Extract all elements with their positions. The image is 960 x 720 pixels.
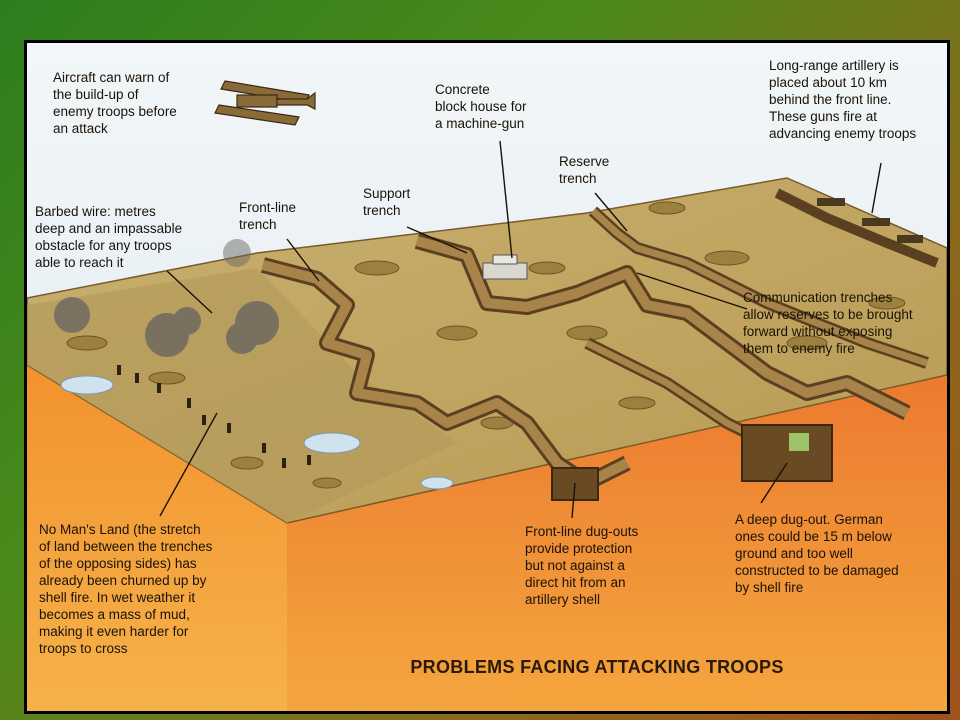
- earth-left-face: [27, 365, 287, 711]
- illustration-frame: Aircraft can warn of the build-up of ene…: [24, 40, 950, 714]
- flooded-craters: [60, 375, 454, 490]
- artillery-trench: [774, 188, 939, 268]
- label-front-line-dugouts: Front-line dug-outs provide protection b…: [525, 524, 639, 607]
- block-house: [482, 254, 528, 280]
- soldiers: [117, 365, 311, 468]
- leader-lines: [159, 140, 882, 519]
- label-aircraft: Aircraft can warn of the build-up of ene…: [53, 70, 177, 136]
- smoke-clouds: [54, 239, 279, 357]
- artillery-guns: [817, 198, 923, 243]
- label-barbed-wire: Barbed wire: metres deep and an impassab…: [35, 204, 183, 270]
- trench-cross-section: [27, 43, 947, 711]
- trench-lines: [260, 188, 939, 491]
- label-block-house: Concrete block house for a machine-gun: [435, 82, 527, 131]
- no-mans-land: [27, 268, 457, 523]
- label-support-trench: Support trench: [363, 186, 411, 218]
- label-communication-trenches: Communication trenches allow reserves to…: [743, 290, 913, 356]
- label-reserve-trench: Reserve trench: [559, 154, 610, 186]
- shell-craters: [66, 201, 906, 489]
- label-front-line-trench: Front-line trench: [239, 200, 297, 232]
- aircraft: [214, 80, 316, 126]
- label-artillery: Long-range artillery is placed about 10 …: [769, 58, 917, 141]
- diagram-title: PROBLEMS FACING ATTACKING TROOPS: [410, 657, 784, 677]
- label-deep-dugout: A deep dug-out. German ones could be 15 …: [735, 512, 899, 595]
- label-no-mans-land: No Man's Land (the stretch of land betwe…: [39, 522, 213, 656]
- trench-diagram: Aircraft can warn of the build-up of ene…: [27, 43, 947, 711]
- deep-dugout: [741, 424, 833, 482]
